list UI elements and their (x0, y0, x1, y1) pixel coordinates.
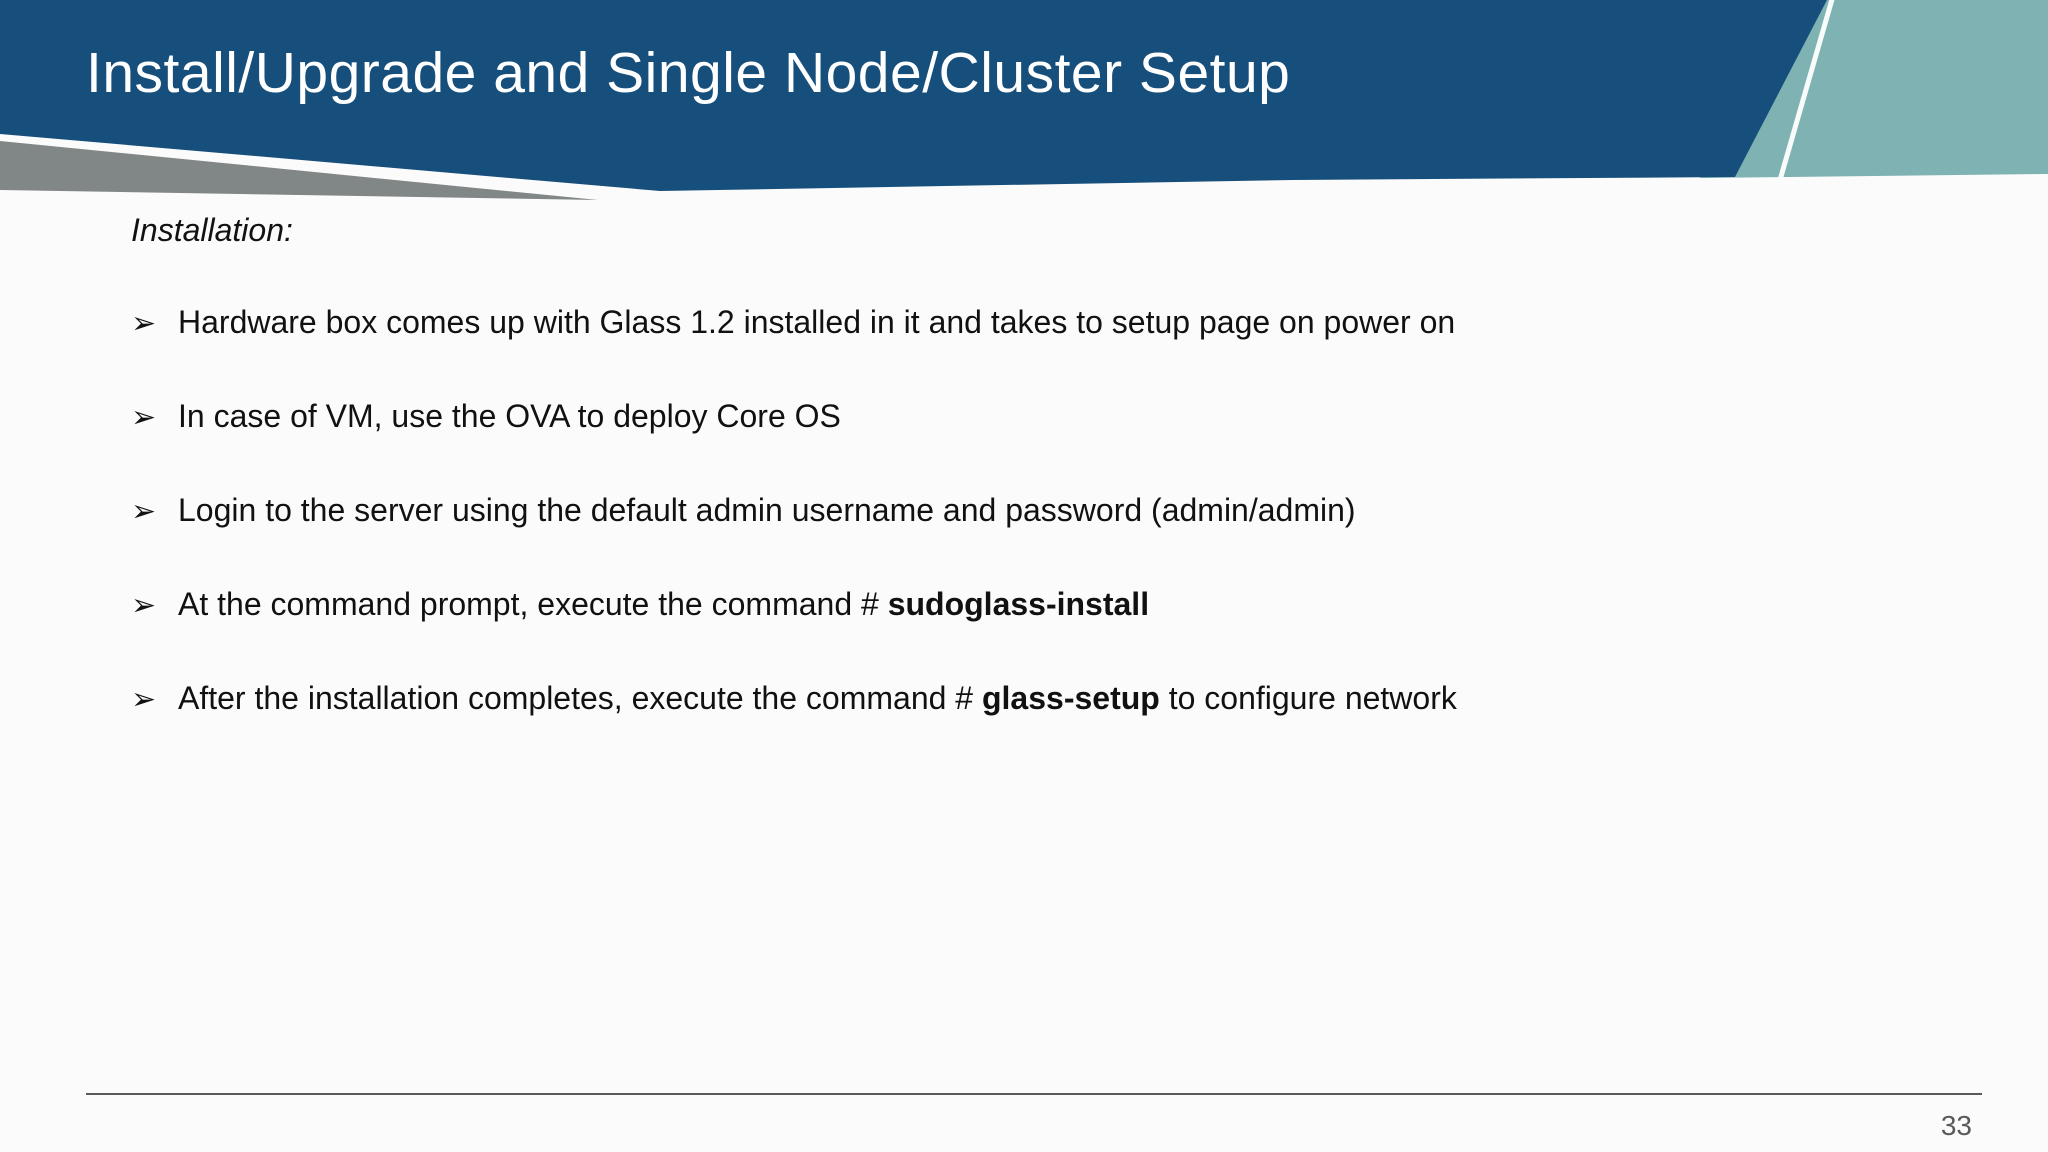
bullet-text-pre: In case of VM, use the OVA to deploy Cor… (178, 398, 841, 434)
bullet-text: After the installation completes, execut… (178, 679, 1457, 717)
arrow-bullet-icon: ➢ (131, 495, 157, 528)
footer-divider (86, 1093, 1982, 1095)
section-heading: Installation: (131, 212, 293, 248)
bullet-item: ➢ In case of VM, use the OVA to deploy C… (131, 397, 1911, 437)
bullet-text: In case of VM, use the OVA to deploy Cor… (178, 397, 841, 435)
bullet-item: ➢ After the installation completes, exec… (131, 679, 1911, 719)
bullet-text-bold: sudoglass-install (887, 586, 1150, 622)
header-banner (0, 0, 2048, 200)
arrow-bullet-icon: ➢ (131, 683, 157, 716)
bullet-item: ➢ Login to the server using the default … (131, 491, 1911, 531)
bullet-text-pre: Hardware box comes up with Glass 1.2 ins… (178, 304, 1456, 340)
arrow-bullet-icon: ➢ (131, 307, 157, 340)
bullet-text: Login to the server using the default ad… (178, 491, 1356, 529)
bullet-text-pre: After the installation completes, execut… (178, 680, 982, 716)
bullet-item: ➢ Hardware box comes up with Glass 1.2 i… (131, 303, 1911, 343)
arrow-bullet-icon: ➢ (131, 589, 157, 622)
bullet-text-pre: Login to the server using the default ad… (178, 492, 1356, 528)
white-diagonal-line-icon (1777, 0, 1835, 181)
header-blue-shape (0, 0, 1827, 191)
bullet-text-post: to configure network (1159, 680, 1457, 716)
bullet-list: ➢ Hardware box comes up with Glass 1.2 i… (131, 303, 1911, 773)
bullet-text: Hardware box comes up with Glass 1.2 ins… (178, 303, 1455, 341)
gray-ribbon-shape (0, 141, 598, 200)
bullet-text-pre: At the command prompt, execute the comma… (178, 586, 888, 622)
bullet-text: At the command prompt, execute the comma… (178, 585, 1149, 623)
bullet-text-bold: glass-setup (981, 680, 1160, 716)
page-number: 33 (1940, 1110, 1972, 1141)
arrow-bullet-icon: ➢ (131, 401, 157, 434)
bullet-item: ➢ At the command prompt, execute the com… (131, 585, 1911, 625)
page-title: Install/Upgrade and Single Node/Cluster … (86, 41, 1291, 105)
